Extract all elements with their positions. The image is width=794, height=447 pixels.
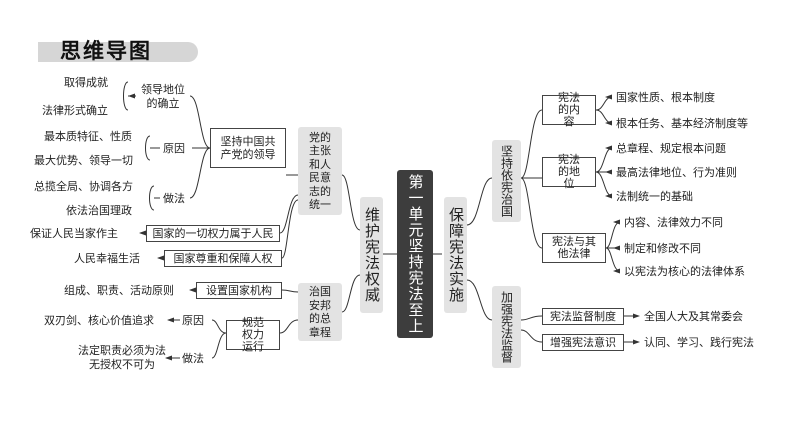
right-branch1-node: 坚持依宪治国 bbox=[492, 140, 521, 222]
constitution-content-label: 宪法的内容 bbox=[558, 91, 580, 128]
center-node: 第一单元 坚持宪法至上 bbox=[397, 170, 433, 338]
state-organs-box: 设置国家机构 bbox=[196, 282, 282, 299]
practice-label: 做法 bbox=[163, 192, 185, 205]
regulate-reason-label: 原因 bbox=[182, 314, 204, 327]
status-item1: 总章程、规定根本问题 bbox=[616, 142, 726, 155]
left-main-label: 维护宪法权威 bbox=[363, 207, 381, 303]
awareness-label: 增强宪法意识 bbox=[550, 336, 616, 349]
leader-position-item1: 取得成就 bbox=[64, 76, 108, 89]
awareness-text: 认同、学习、践行宪法 bbox=[644, 336, 754, 349]
regulate-power-label: 规范权力运行 bbox=[242, 316, 264, 353]
right-main-label: 保障宪法实施 bbox=[447, 207, 465, 303]
right-branch2-node: 加强宪法监督 bbox=[492, 286, 521, 368]
status-item2: 最高法律地位、行为准则 bbox=[616, 166, 737, 179]
regulate-reason-text: 双刃剑、核心价值追求 bbox=[44, 314, 154, 327]
other-laws-item1: 内容、法律效力不同 bbox=[624, 216, 723, 229]
center-line2: 坚持宪法至上 bbox=[406, 238, 425, 334]
right-branch2-label: 加强宪法监督 bbox=[499, 291, 514, 363]
left-branch2-node: 治国安邦的总章程 bbox=[298, 283, 342, 341]
reason-label: 原因 bbox=[163, 142, 185, 155]
supervision-text: 全国人大及其常委会 bbox=[644, 310, 743, 323]
right-branch1-label: 坚持依宪治国 bbox=[499, 145, 514, 217]
title-bar bbox=[38, 42, 198, 62]
content-item2: 根本任务、基本经济制度等 bbox=[616, 117, 748, 130]
people-masters-text: 保证人民当家作主 bbox=[30, 227, 118, 240]
leader-position-label: 领导地位的确立 bbox=[141, 83, 185, 110]
practice-item2: 依法治国理政 bbox=[66, 204, 132, 217]
other-laws-label: 宪法与其他法律 bbox=[552, 235, 596, 260]
left-branch1-label: 党的主张和人民意志的统一 bbox=[309, 130, 331, 212]
regulate-practice-text: 法定职责必须为法无授权不可为 bbox=[78, 344, 166, 371]
constitution-status-label: 宪法的地位 bbox=[558, 153, 580, 190]
state-organs-label: 设置国家机构 bbox=[206, 284, 272, 297]
power-belongs-people-box: 国家的一切权力属于人民 bbox=[146, 225, 280, 242]
leadership-box: 坚持中国共产党的领导 bbox=[210, 128, 286, 168]
organs-detail-text: 组成、职责、活动原则 bbox=[64, 284, 174, 297]
other-laws-box: 宪法与其他法律 bbox=[542, 233, 606, 263]
other-laws-item2: 制定和修改不同 bbox=[624, 242, 701, 255]
content-item1: 国家性质、根本制度 bbox=[616, 91, 715, 104]
human-rights-box: 国家尊重和保障人权 bbox=[164, 250, 282, 267]
supervision-label: 宪法监督制度 bbox=[550, 310, 616, 323]
constitution-status-box: 宪法的地位 bbox=[542, 153, 596, 190]
reason-item1: 最本质特征、性质 bbox=[44, 130, 132, 143]
leader-position-item2: 法律形式确立 bbox=[42, 104, 108, 117]
left-main-node: 维护宪法权威 bbox=[360, 197, 383, 313]
supervision-box: 宪法监督制度 bbox=[542, 308, 624, 325]
right-main-node: 保障宪法实施 bbox=[444, 197, 467, 313]
constitution-content-box: 宪法的内容 bbox=[542, 91, 596, 128]
center-line1: 第一单元 bbox=[406, 174, 425, 238]
status-item3: 法制统一的基础 bbox=[616, 190, 693, 203]
awareness-box: 增强宪法意识 bbox=[542, 334, 624, 351]
power-belongs-people-label: 国家的一切权力属于人民 bbox=[152, 227, 274, 240]
other-laws-item3: 以宪法为核心的法律体系 bbox=[624, 265, 745, 278]
reason-item2: 最大优势、领导一切 bbox=[34, 154, 133, 167]
regulate-power-box: 规范权力运行 bbox=[226, 316, 280, 353]
left-branch1-node: 党的主张和人民意志的统一 bbox=[298, 127, 342, 215]
leadership-box-label: 坚持中国共产党的领导 bbox=[220, 135, 276, 161]
human-rights-label: 国家尊重和保障人权 bbox=[173, 252, 273, 265]
page-title: 思维导图 bbox=[60, 39, 152, 63]
happy-life-text: 人民幸福生活 bbox=[74, 252, 140, 265]
left-branch2-label: 治国安邦的总章程 bbox=[309, 285, 331, 339]
regulate-practice-label: 做法 bbox=[182, 352, 204, 365]
practice-item1: 总揽全局、协调各方 bbox=[34, 180, 133, 193]
